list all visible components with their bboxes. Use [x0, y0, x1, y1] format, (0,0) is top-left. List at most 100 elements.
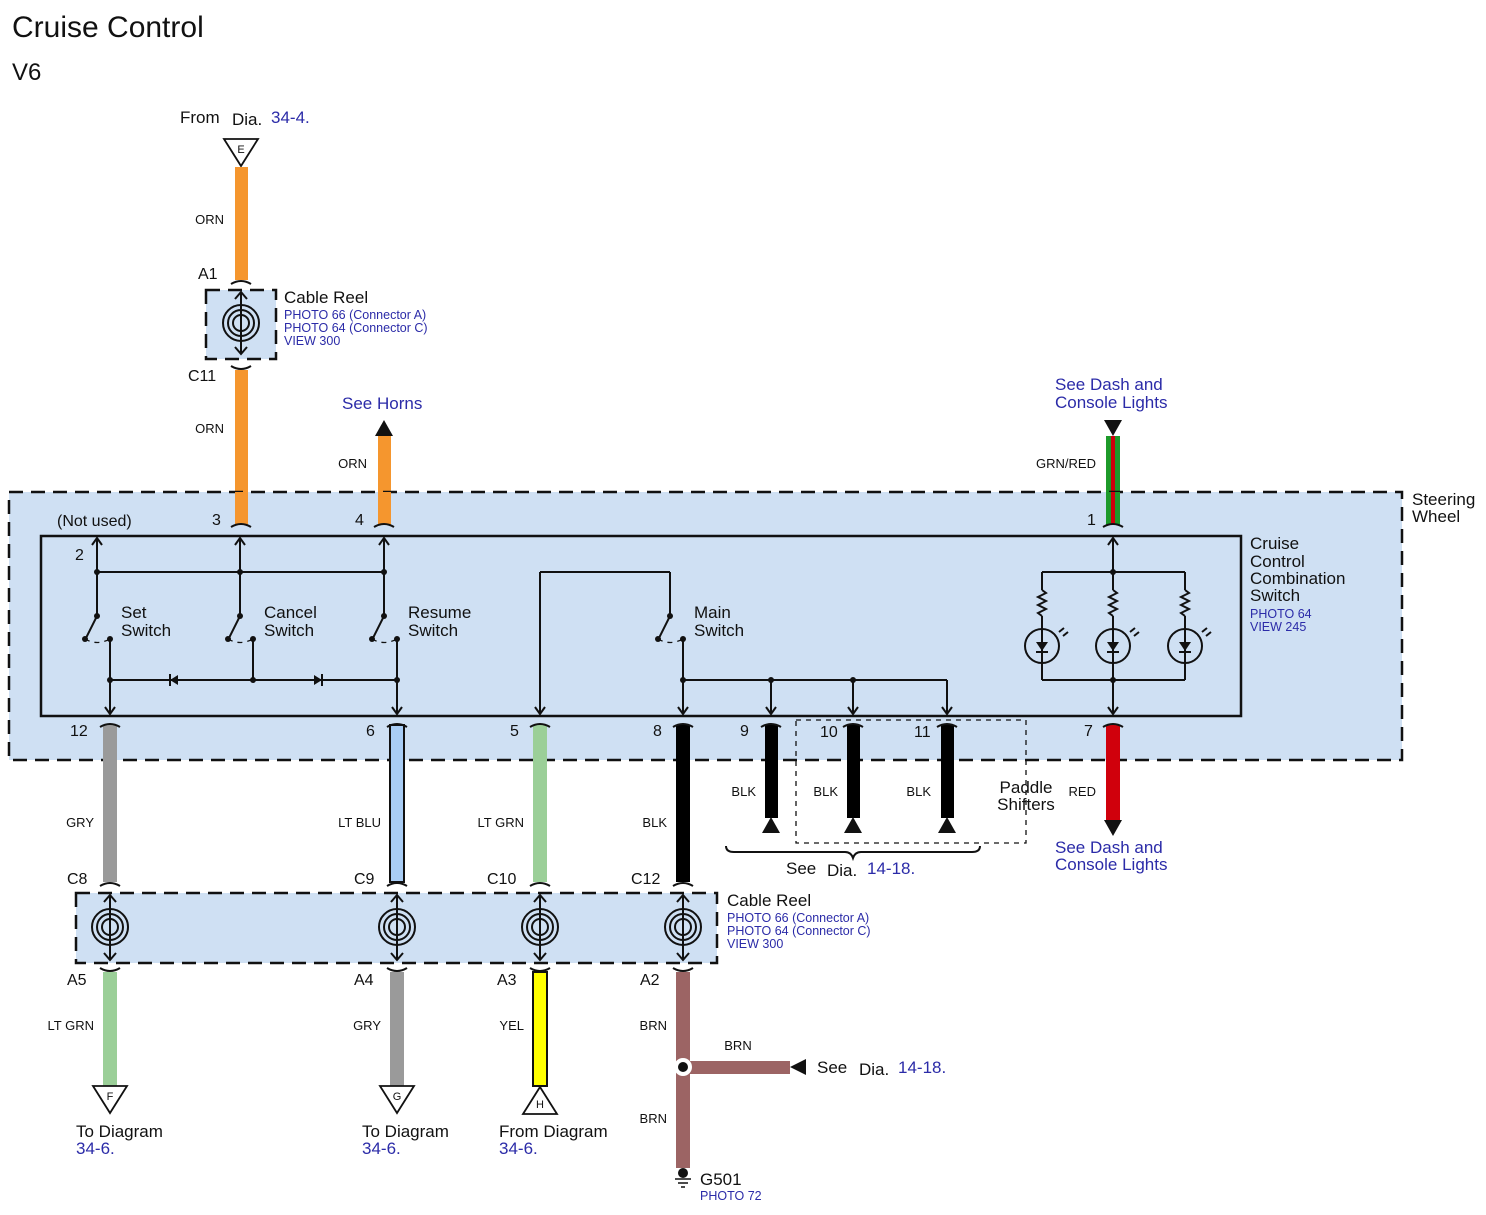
pin-a4: A4: [354, 972, 374, 989]
arrow-up-icon: [938, 817, 956, 833]
cancel-switch-label: Switch: [264, 621, 314, 640]
wire-color-label: BRN: [640, 1111, 667, 1126]
brace-icon: [725, 845, 981, 862]
terminal-icon: [230, 280, 252, 285]
terminals-bottom: [99, 723, 1124, 728]
pin-9: 9: [740, 723, 749, 740]
wire-red-pin7[interactable]: [1106, 725, 1120, 820]
cable-reel-label: Cable Reel: [284, 288, 368, 307]
wire-orn-pin4-seg: [378, 492, 391, 525]
wire-gry-pin12[interactable]: [103, 725, 117, 882]
connector-letter: G: [393, 1091, 402, 1103]
connector-h-icon: H: [521, 1085, 559, 1115]
set-switch-label: Set: [121, 603, 147, 622]
arrow-down-icon: [1104, 820, 1122, 836]
wire-blk-pin10[interactable]: [847, 725, 860, 818]
resistor-icon: [1035, 589, 1049, 617]
cable-reel-coil-icon: [222, 290, 260, 356]
wire-orn-pin3[interactable]: [235, 370, 248, 525]
combination-switch-label: Combination: [1250, 569, 1345, 588]
connector-g-icon: G: [378, 1085, 416, 1115]
see-dash-lights-link[interactable]: Console Lights: [1055, 855, 1167, 874]
resume-switch-label: Switch: [408, 621, 458, 640]
wire-color-label: GRY: [66, 815, 94, 830]
resistor-icon: [1106, 589, 1120, 617]
wire-color-label: LT BLU: [338, 815, 381, 830]
photo-ref[interactable]: PHOTO 66 (Connector A): [284, 308, 426, 322]
pin-11: 11: [914, 724, 931, 741]
switch-circuits: [82, 536, 403, 716]
wire-yel-a3[interactable]: [532, 971, 548, 1087]
wire-color-label: BLK: [731, 784, 756, 799]
see-dash-lights-link[interactable]: See Dash and: [1055, 375, 1163, 394]
see-dash-lights-link[interactable]: Console Lights: [1055, 393, 1167, 412]
wire-lt-blu-pin6[interactable]: [389, 724, 405, 883]
wire-grn-red-seg: [1106, 492, 1120, 525]
wire-color-label: ORN: [195, 212, 224, 227]
wire-color-label: RED: [1069, 784, 1096, 799]
dia-link[interactable]: 34-4.: [271, 108, 310, 127]
main-switch-label: Switch: [694, 621, 744, 640]
from-label: From: [180, 108, 220, 127]
dia-link[interactable]: 14-18.: [867, 859, 915, 878]
main-switch-circuit: [534, 571, 953, 716]
wire-blk-pin9[interactable]: [765, 725, 778, 818]
splice-dot: [678, 1062, 688, 1072]
view-ref[interactable]: VIEW 245: [1250, 620, 1306, 634]
not-used-label: (Not used): [57, 513, 132, 530]
paddle-shifters-box: [795, 719, 1027, 844]
see-label: See: [786, 859, 816, 878]
wire-color-label: ORN: [338, 456, 367, 471]
photo-ref[interactable]: PHOTO 66 (Connector A): [727, 911, 869, 925]
see-horns-link[interactable]: See Horns: [342, 394, 422, 413]
photo-ref[interactable]: PHOTO 72: [700, 1189, 762, 1203]
connector-letter: H: [536, 1099, 544, 1111]
connector-e-icon: E: [222, 138, 260, 168]
pin-a5: A5: [67, 972, 87, 989]
pin-c10: C10: [487, 871, 516, 888]
terminal-icon: [230, 365, 252, 370]
led-icon: [1024, 627, 1069, 664]
dia-link[interactable]: 14-18.: [898, 1058, 946, 1077]
wire-orn-top[interactable]: [235, 167, 248, 280]
pin-c8: C8: [67, 871, 88, 888]
photo-ref[interactable]: PHOTO 64 (Connector C): [727, 924, 871, 938]
dia-link[interactable]: 34-6.: [499, 1139, 538, 1158]
pin-10: 10: [820, 724, 838, 741]
cable-reel-coil-icon: [378, 893, 416, 962]
wire-brn-branch[interactable]: [690, 1061, 790, 1074]
photo-ref[interactable]: PHOTO 64 (Connector C): [284, 321, 428, 335]
see-dia-14-18-brn[interactable]: See Dia. 14-18.: [817, 1058, 946, 1079]
view-ref[interactable]: VIEW 300: [284, 334, 340, 348]
view-ref[interactable]: VIEW 300: [727, 937, 783, 951]
cable-reel-coil-icon: [521, 893, 559, 962]
combination-switch-box[interactable]: [39, 534, 1243, 718]
wire-gry-a4[interactable]: [390, 972, 404, 1086]
see-dia-14-18-paddle[interactable]: See Dia. 14-18.: [786, 859, 915, 880]
from-dia-34-4-ref[interactable]: From Dia. 34-4.: [180, 108, 310, 129]
set-switch-label: Switch: [121, 621, 171, 640]
pin-1: 1: [1087, 512, 1096, 529]
terminals-reel-top: [99, 882, 694, 887]
terminals-reel-bottom: [99, 967, 694, 972]
steering-wheel-label: Steering: [1412, 490, 1475, 509]
wire-lt-grn-pin5[interactable]: [533, 725, 547, 882]
wire-color-label: BRN: [724, 1038, 751, 1053]
ground-icon: [675, 1168, 691, 1188]
cancel-switch-label: Cancel: [264, 603, 317, 622]
terminal-icon: [1102, 523, 1124, 528]
wire-color-label: BLK: [813, 784, 838, 799]
wire-blk-pin11[interactable]: [941, 725, 954, 818]
photo-ref[interactable]: PHOTO 64: [1250, 607, 1312, 621]
wire-blk-pin8[interactable]: [676, 725, 690, 882]
page-title: Cruise Control: [12, 11, 204, 44]
page-subtitle: V6: [12, 59, 41, 86]
pin-6: 6: [366, 723, 375, 740]
see-dash-lights-link[interactable]: See Dash and: [1055, 838, 1163, 857]
wire-lt-grn-a5[interactable]: [103, 972, 117, 1086]
dia-link[interactable]: 34-6.: [76, 1139, 115, 1158]
arrow-up-icon: [844, 817, 862, 833]
diode-icon: [169, 674, 178, 686]
dia-link[interactable]: 34-6.: [362, 1139, 401, 1158]
